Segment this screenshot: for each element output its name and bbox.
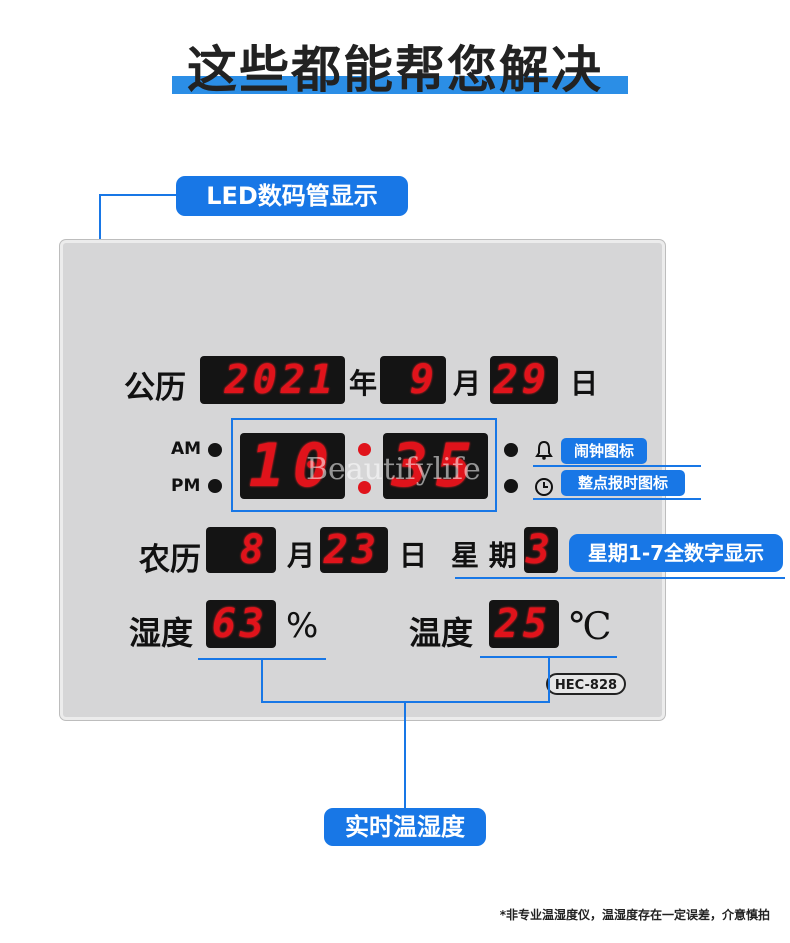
week-display: 3 xyxy=(524,527,558,573)
hourly-indicator xyxy=(504,479,518,493)
humidity-underline xyxy=(198,658,326,660)
month-display: 9 xyxy=(380,356,446,404)
hour-display: 10 xyxy=(240,433,345,499)
year-unit: 年 xyxy=(349,367,378,400)
week-underline xyxy=(455,577,785,579)
day-unit: 日 xyxy=(570,367,599,400)
minute-display: 35 xyxy=(383,433,488,499)
am-label: AM xyxy=(171,439,202,459)
week-label: 星 期 xyxy=(451,539,517,572)
bell-icon xyxy=(535,440,553,460)
humidity-label: 湿度 xyxy=(129,614,194,652)
headline-underline xyxy=(172,76,628,94)
alarm-underline xyxy=(533,465,701,467)
model-badge: HEC-828 xyxy=(546,673,626,695)
solar-label: 公历 xyxy=(124,370,186,406)
callout-week: 星期1-7全数字显示 xyxy=(569,534,783,572)
lunar-month-unit: 月 xyxy=(287,539,316,572)
watermark: Beautifylife xyxy=(306,452,481,487)
humidity-unit: % xyxy=(286,606,319,646)
month-unit: 月 xyxy=(453,367,482,400)
temp-label: 温度 xyxy=(409,614,474,652)
colon-bottom-dot xyxy=(358,481,371,494)
alarm-indicator xyxy=(504,443,518,457)
connector-led-h xyxy=(99,194,177,196)
connector-humidity-v xyxy=(261,660,263,702)
headline: 这些都能帮您解决 xyxy=(187,41,603,99)
callout-led: LED数码管显示 xyxy=(176,176,408,216)
callout-alarm: 闹钟图标 xyxy=(561,438,647,464)
hourly-underline xyxy=(533,498,701,500)
clock-icon xyxy=(535,478,553,496)
lunar-day-unit: 日 xyxy=(399,539,428,572)
colon-top-dot xyxy=(358,443,371,456)
lunar-month-display: 8 xyxy=(206,527,276,573)
callout-realtime: 实时温湿度 xyxy=(324,808,486,846)
pm-indicator xyxy=(208,479,222,493)
pm-label: PM xyxy=(171,476,201,496)
temp-display: 25 xyxy=(489,600,559,648)
am-indicator xyxy=(208,443,222,457)
temp-unit: ℃ xyxy=(569,604,612,648)
callout-hourly: 整点报时图标 xyxy=(561,470,685,496)
day-display: 29 xyxy=(490,356,558,404)
footnote: *非专业温湿度仪，温湿度存在一定误差，介意慎拍 xyxy=(499,908,770,922)
lunar-day-display: 23 xyxy=(320,527,388,573)
connector-temp-v xyxy=(548,658,550,702)
time-highlight-frame xyxy=(231,418,497,512)
connector-down-v xyxy=(404,701,406,809)
lunar-label: 农历 xyxy=(139,542,201,578)
year-display: 2021 xyxy=(200,356,345,404)
temp-underline xyxy=(480,656,617,658)
humidity-display: 63 xyxy=(206,600,276,648)
